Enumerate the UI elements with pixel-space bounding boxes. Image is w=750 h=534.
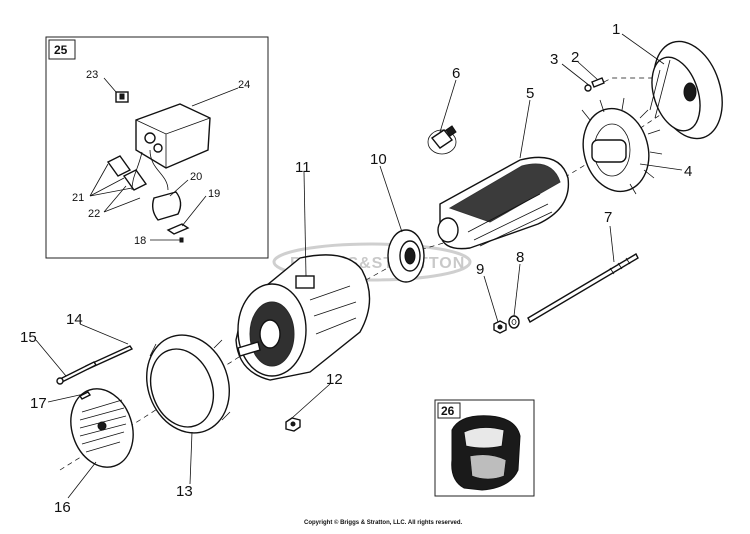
callout-8: 8 [516,249,524,266]
callout-13: 13 [176,483,193,500]
inset-box-25-label: 25 [54,43,68,57]
callout-5: 5 [526,85,534,102]
callout-24: 24 [238,79,250,91]
callout-9: 9 [476,261,484,278]
callout-7: 7 [604,209,612,226]
callout-14: 14 [66,311,83,328]
part-7-through-bolt[interactable] [527,253,639,323]
part-21-receptacle[interactable] [106,155,148,191]
callout-3: 3 [550,51,558,68]
callout-6: 6 [452,65,460,82]
part-18-screw[interactable] [150,237,184,243]
part-5-rotor[interactable] [437,156,570,250]
part-11-stator[interactable] [235,254,371,381]
part-23-switch[interactable] [115,91,129,103]
part-20-capacitor[interactable] [151,191,182,221]
part-15-bolt[interactable] [56,361,98,385]
leader-lines [35,33,683,499]
callout-18: 18 [134,235,146,247]
part-9-nut[interactable] [493,320,507,334]
callout-11: 11 [295,159,311,176]
part-1-end-bell[interactable] [642,33,734,148]
callout-20: 20 [190,171,202,183]
part-19-bracket[interactable] [166,223,190,235]
inset-photo-26[interactable]: 26 [434,399,535,497]
part-6-brush-holder[interactable] [427,125,457,155]
callout-17: 17 [30,395,47,412]
inset-box-25: 25 [45,36,269,259]
callout-19: 19 [208,188,220,200]
callout-23: 23 [86,69,98,81]
callout-2: 2 [571,49,579,66]
part-24-control-box[interactable] [135,103,211,169]
part-8-washer[interactable] [508,315,520,329]
callout-10: 10 [370,151,387,168]
callout-22: 22 [88,208,100,220]
part-4-fan[interactable] [574,97,663,199]
part-13-rear-housing[interactable] [133,323,242,444]
copyright-text: Copyright © Briggs & Stratton, LLC. All … [304,519,463,526]
callout-16: 16 [54,499,71,516]
inset-photo-26-label: 26 [441,404,455,418]
part-16-grille-cover[interactable] [61,381,143,476]
part-17-screw[interactable] [78,391,92,400]
callout-1: 1 [612,21,620,38]
callout-15: 15 [20,329,37,346]
part-10-bearing[interactable] [387,229,425,283]
callout-12: 12 [326,371,343,388]
part-2-screw[interactable] [591,77,605,88]
part-12-nut[interactable] [285,417,301,432]
callout-21: 21 [72,192,84,204]
part-3-washer[interactable] [584,84,592,92]
callout-4: 4 [684,163,692,180]
